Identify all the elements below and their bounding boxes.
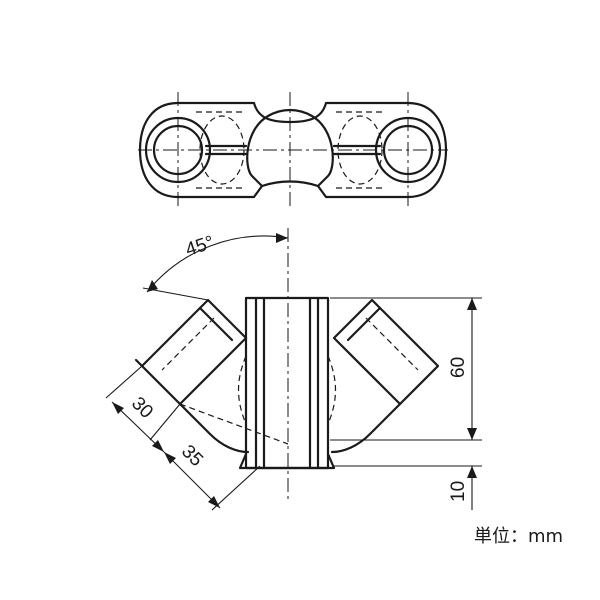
dimensions — [105, 233, 482, 511]
right-branch-pipe — [332, 298, 440, 406]
left-bore-outer — [144, 116, 212, 184]
dim-10-label: 10 — [448, 481, 469, 502]
center-tube — [244, 296, 330, 470]
center-slot — [246, 108, 334, 188]
angle-arc — [146, 235, 289, 293]
left-branch-pipe — [140, 298, 248, 406]
angle-label: 45° — [183, 232, 217, 261]
right-bore-outer — [374, 116, 442, 184]
left-bore-inner — [152, 124, 204, 176]
dim-30-label: 30 — [127, 393, 157, 423]
dim-60-label: 60 — [448, 357, 469, 378]
front-view — [134, 228, 440, 500]
dim-35-label: 35 — [177, 441, 207, 471]
unit-label: 単位：mm — [474, 526, 564, 547]
right-bore-inner — [382, 124, 434, 176]
top-view — [138, 92, 448, 210]
top-view-outline — [138, 101, 448, 199]
